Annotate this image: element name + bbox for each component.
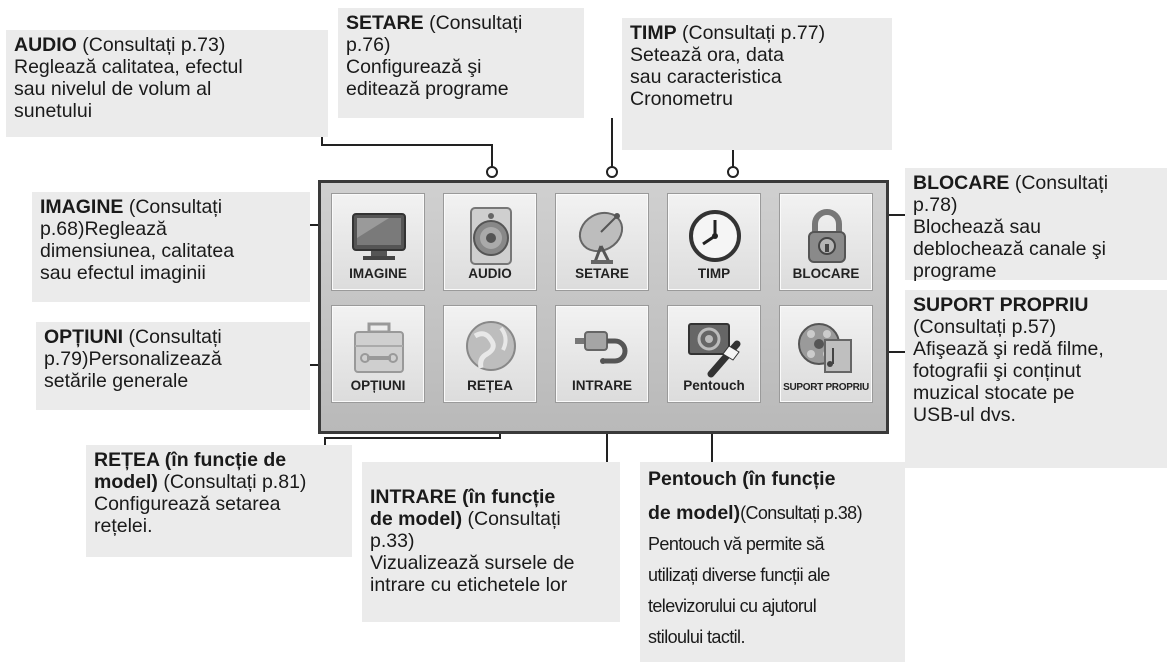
menu-tile-blocare[interactable]: BLOCARE bbox=[779, 193, 873, 291]
tile-label: IMAGINE bbox=[349, 266, 407, 281]
callout-title: BLOCARE bbox=[913, 172, 1010, 194]
padlock-icon bbox=[808, 209, 846, 263]
callout-line: p.68)Reglează bbox=[40, 218, 167, 240]
callout-line: televizorului cu ajutorul bbox=[648, 596, 817, 616]
tile-label: OPȚIUNI bbox=[350, 378, 406, 393]
callout-line: (Consultați p.57) bbox=[913, 316, 1057, 338]
callout-line: USB-ul dvs. bbox=[913, 404, 1016, 426]
callout-line: programe bbox=[913, 260, 997, 282]
callout-ref: (Consultați p.81) bbox=[157, 471, 307, 493]
callout-ref: (Consultați p.73) bbox=[76, 34, 226, 56]
satellite-dish-icon bbox=[578, 211, 624, 264]
callout-line: setările generale bbox=[44, 370, 189, 392]
callout-line: p.76) bbox=[346, 34, 391, 56]
callout-title: OPȚIUNI bbox=[44, 326, 124, 348]
tv-icon bbox=[352, 213, 406, 260]
menu-tile-pentouch[interactable]: Pentouch bbox=[667, 305, 761, 403]
callout-line: sunetului bbox=[14, 100, 93, 122]
menu-tile-audio[interactable]: AUDIO bbox=[443, 193, 537, 291]
callout-line: Setează ora, data bbox=[630, 44, 784, 66]
callout-title: REȚEA (în funcție de bbox=[94, 449, 287, 471]
callout-setare: SETARE (Consultați p.76) Configurează şi… bbox=[338, 8, 584, 118]
callout-title: de model) bbox=[648, 502, 741, 524]
speaker-icon bbox=[470, 207, 512, 265]
callout-line: sau nivelul de volum al bbox=[14, 78, 212, 100]
callout-intrare: INTRARE (în funcție de model) (Consultaț… bbox=[362, 462, 620, 622]
callout-line: p.33) bbox=[370, 530, 415, 552]
callout-ref: (Consultați p.38) bbox=[740, 503, 862, 523]
callout-ref: (Consultați bbox=[123, 326, 222, 348]
callout-line: dimensiunea, calitatea bbox=[40, 240, 235, 262]
tv-menu-panel: IMAGINE AUDIO SETARE TIMP bbox=[318, 180, 889, 434]
callout-ref: (Consultați bbox=[1009, 172, 1109, 194]
callout-optiuni: OPȚIUNI (Consultați p.79)Personalizează … bbox=[36, 322, 310, 410]
pen-touch-icon bbox=[688, 323, 741, 378]
media-reel-icon bbox=[798, 323, 852, 373]
cable-plug-icon bbox=[575, 331, 628, 364]
callout-title: INTRARE (în funcție bbox=[370, 486, 556, 508]
callout-ref: (Consultați bbox=[423, 12, 523, 34]
callout-line: p.78) bbox=[913, 194, 958, 216]
callout-line: Vizualizează sursele de bbox=[370, 552, 575, 574]
callout-line: fotografii şi conținut bbox=[913, 360, 1082, 382]
menu-tile-timp[interactable]: TIMP bbox=[667, 193, 761, 291]
callout-line: Afişează şi redă filme, bbox=[913, 338, 1104, 360]
menu-tile-setare[interactable]: SETARE bbox=[555, 193, 649, 291]
callout-ref: (Consultați bbox=[123, 196, 223, 218]
callout-line: sau efectul imaginii bbox=[40, 262, 206, 284]
clock-icon bbox=[689, 210, 741, 262]
callout-suport-propriu: SUPORT PROPRIU (Consultați p.57) Afişeaz… bbox=[905, 290, 1167, 468]
callout-timp: TIMP (Consultați p.77) Setează ora, data… bbox=[622, 18, 892, 150]
callout-title: Pentouch (în funcție bbox=[648, 468, 836, 490]
tile-label: REȚEA bbox=[467, 378, 513, 393]
callout-imagine: IMAGINE (Consultați p.68)Reglează dimens… bbox=[32, 192, 310, 302]
callout-line: deblochează canale şi bbox=[913, 238, 1106, 260]
callout-title: SETARE bbox=[346, 12, 424, 34]
menu-tile-imagine[interactable]: IMAGINE bbox=[331, 193, 425, 291]
tile-label: AUDIO bbox=[468, 266, 512, 281]
callout-title: AUDIO bbox=[14, 34, 77, 56]
tile-label: SETARE bbox=[575, 266, 629, 281]
callout-title: de model) bbox=[370, 508, 463, 530]
callout-ref: (Consultați bbox=[462, 508, 561, 530]
callout-blocare: BLOCARE (Consultați p.78) Blochează sau … bbox=[905, 168, 1167, 282]
callout-line: Pentouch vă permite să bbox=[648, 534, 825, 554]
callout-line: Reglează calitatea, efectul bbox=[14, 56, 243, 78]
callout-title: TIMP bbox=[630, 22, 677, 44]
callout-pentouch: Pentouch (în funcție de model)(Consultaț… bbox=[640, 462, 905, 662]
callout-audio: AUDIO (Consultați p.73) Reglează calitat… bbox=[6, 30, 328, 137]
callout-line: sau caracteristica bbox=[630, 66, 782, 88]
callout-title: model) bbox=[94, 471, 158, 493]
callout-line: editează programe bbox=[346, 78, 509, 100]
tile-label: BLOCARE bbox=[792, 266, 860, 281]
tile-label: SUPORT PROPRIU bbox=[783, 382, 869, 393]
callout-line: p.79)Personalizează bbox=[44, 348, 222, 370]
callout-line: intrare cu etichetele lor bbox=[370, 574, 568, 596]
callout-line: utilizați diverse funcții ale bbox=[648, 565, 830, 585]
callout-line: Configurează setarea bbox=[94, 493, 281, 515]
callout-ref: (Consultați p.77) bbox=[676, 22, 826, 44]
callout-line: Blochează sau bbox=[913, 216, 1041, 238]
callout-title: IMAGINE bbox=[40, 196, 124, 218]
menu-tile-optiuni[interactable]: OPȚIUNI bbox=[331, 305, 425, 403]
menu-tile-intrare[interactable]: INTRARE bbox=[555, 305, 649, 403]
menu-tile-suport-propriu[interactable]: SUPORT PROPRIU bbox=[779, 305, 873, 403]
toolbox-icon bbox=[354, 322, 404, 373]
callout-line: rețelei. bbox=[94, 515, 153, 537]
tile-label: TIMP bbox=[697, 266, 731, 281]
callout-line: Configurează şi bbox=[346, 56, 482, 78]
globe-icon bbox=[466, 321, 516, 371]
tile-label: INTRARE bbox=[572, 378, 632, 393]
tile-label: Pentouch bbox=[683, 378, 745, 393]
callout-retea: REȚEA (în funcție de model) (Consultați … bbox=[86, 445, 352, 557]
callout-line: Cronometru bbox=[630, 88, 733, 110]
callout-title: SUPORT PROPRIU bbox=[913, 294, 1089, 316]
callout-line: muzical stocate pe bbox=[913, 382, 1075, 404]
callout-line: stiloului tactil. bbox=[648, 627, 745, 647]
menu-tile-retea[interactable]: REȚEA bbox=[443, 305, 537, 403]
